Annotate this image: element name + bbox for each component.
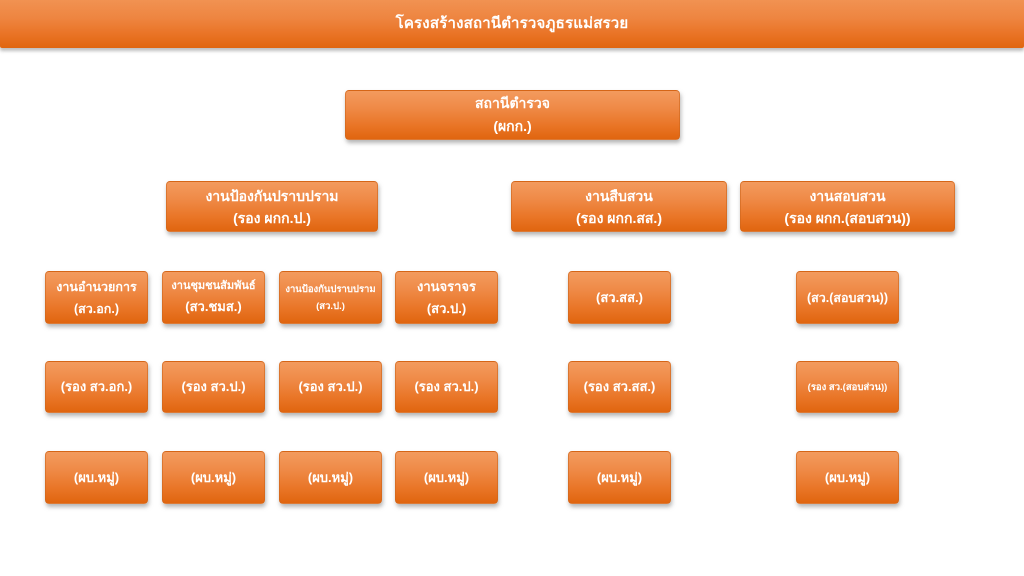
org-box-officer-4: (ผบ.หมู่) [395,451,498,504]
org-box-label: (รอง สว.สส.) [583,379,656,394]
org-box-community-relations-unit: งานชุมชนสัมพันธ์ (สว.ชมส.) [162,271,265,324]
org-box-label: งานจราจร [416,278,477,294]
org-box-deputy-inquiry: (รอง สว.(สอบส่วน)) [796,361,899,413]
title-banner: โครงสร้างสถานีตำรวจภูธรแม่สรวย [0,0,1024,48]
org-box-label: (รอง สว.ป.) [181,379,246,394]
org-box-label: งานสืบสวน [585,187,653,204]
org-box-traffic-unit: งานจราจร (สว.ป.) [395,271,498,324]
org-box-sublabel: (สว.อก.) [74,301,119,316]
org-box-label: งานชุมชนสัมพันธ์ [171,280,256,292]
org-box-label: สถานีตำรวจ [475,95,550,111]
org-box-officer-2: (ผบ.หมู่) [162,451,265,504]
org-box-sublabel: (รอง ผกก.สส.) [575,209,662,226]
org-box-label: งานอำนวยการ [56,279,137,294]
org-box-deputy-community: (รอง สว.ป.) [162,361,265,413]
org-box-label: (สว.(สอบสวน)) [806,290,889,305]
org-box-officer-5: (ผบ.หมู่) [568,451,671,504]
org-box-label: (ผบ.หมู่) [423,469,470,485]
org-box-label: งานป้องกันปราบปราม [205,187,339,204]
org-box-prevention-unit: งานป้องกันปราบปราม (สว.ป.) [279,271,382,324]
page-title: โครงสร้างสถานีตำรวจภูธรแม่สรวย [395,15,629,32]
org-box-sublabel: (รอง ผกก.(สอบสวน)) [784,209,911,226]
org-box-admin-unit: งานอำนวยการ (สว.อก.) [45,271,148,324]
org-box-sublabel: (ผกก.) [493,118,532,134]
org-box-station: สถานีตำรวจ (ผกก.) [345,90,680,140]
org-box-prevention-division: งานป้องกันปราบปราม (รอง ผกก.ป.) [166,181,378,232]
org-box-officer-3: (ผบ.หมู่) [279,451,382,504]
org-box-deputy-traffic: (รอง สว.ป.) [395,361,498,413]
org-box-label: งานป้องกันปราบปราม [285,283,376,295]
org-box-deputy-admin: (รอง สว.อก.) [45,361,148,413]
org-box-label: (ผบ.หมู่) [190,469,237,485]
org-box-inquiry-unit: (สว.(สอบสวน)) [796,271,899,324]
org-box-label: (ผบ.หมู่) [73,469,120,485]
org-box-label: (รอง สว.ป.) [414,379,479,394]
org-box-label: (รอง สว.ป.) [298,379,363,394]
org-box-detective-division: งานสืบสวน (รอง ผกก.สส.) [511,181,727,232]
org-box-label: งานสอบสวน [809,187,886,204]
org-box-label: (รอง สว.(สอบส่วน)) [807,381,888,393]
org-box-label: (ผบ.หมู่) [824,469,871,485]
org-box-sublabel: (สว.ป.) [426,300,467,316]
org-box-sublabel: (สว.ป.) [316,300,345,312]
org-box-label: (รอง สว.อก.) [60,379,133,394]
org-box-label: (สว.สส.) [596,289,643,305]
org-box-detective-unit: (สว.สส.) [568,271,671,324]
org-box-label: (ผบ.หมู่) [596,469,643,485]
org-box-officer-6: (ผบ.หมู่) [796,451,899,504]
org-box-label: (ผบ.หมู่) [307,469,354,485]
org-box-inquiry-division: งานสอบสวน (รอง ผกก.(สอบสวน)) [740,181,955,232]
org-box-deputy-prevention: (รอง สว.ป.) [279,361,382,413]
org-box-officer-1: (ผบ.หมู่) [45,451,148,504]
org-box-deputy-detective: (รอง สว.สส.) [568,361,671,413]
org-box-sublabel: (รอง ผกก.ป.) [233,209,311,226]
org-box-sublabel: (สว.ชมส.) [185,299,242,314]
